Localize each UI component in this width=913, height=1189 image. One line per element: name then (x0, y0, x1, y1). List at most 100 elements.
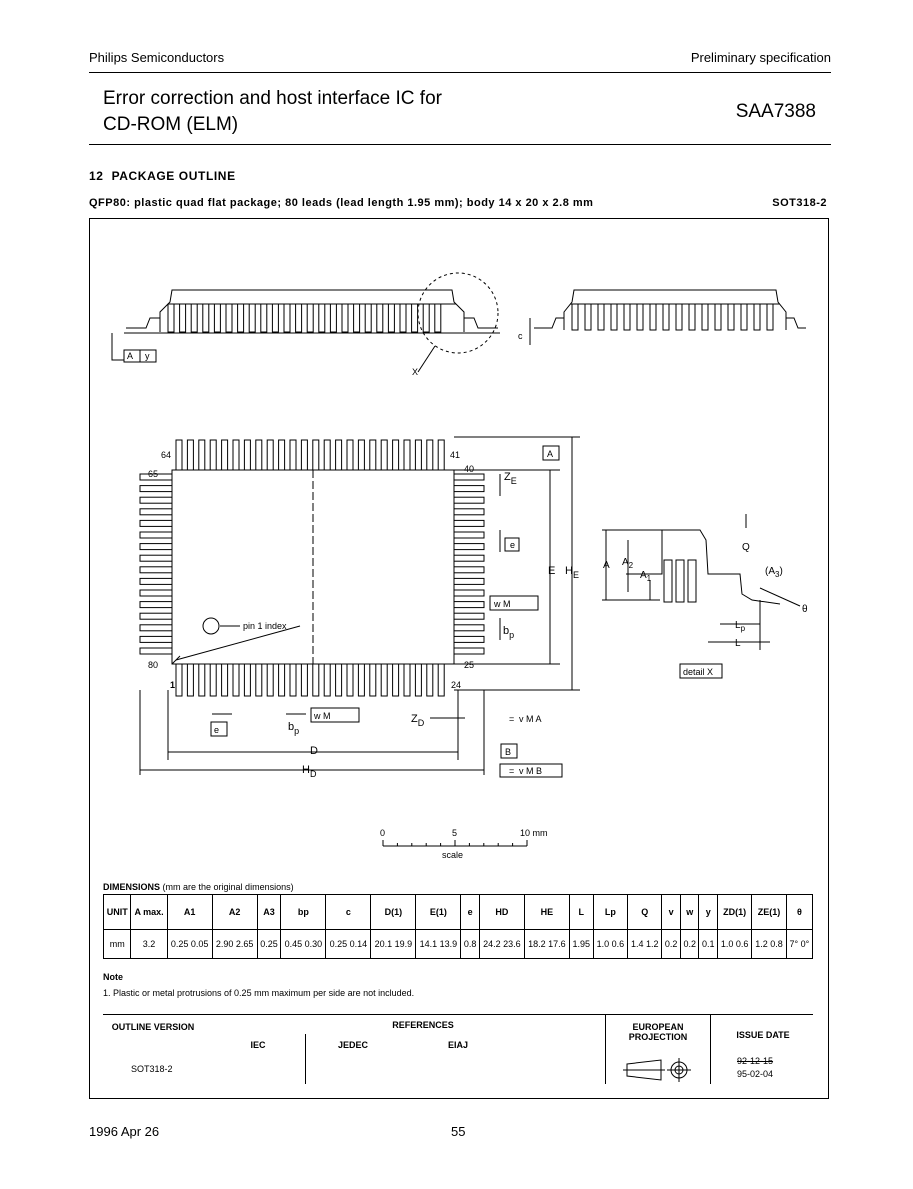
lead (312, 663, 320, 697)
package-description: QFP80: plastic quad flat package; 80 lea… (89, 197, 594, 209)
w-m-label-right: w M (493, 599, 511, 609)
lead (139, 612, 173, 620)
dim-value-cell: mm (102, 929, 132, 959)
he-label: HE (565, 565, 579, 580)
dim-header-cell: L (568, 894, 594, 930)
lead (139, 577, 173, 585)
lead (453, 612, 485, 620)
lead (426, 663, 434, 697)
pin-label-80: 80 (148, 660, 158, 670)
outline-version-label: OUTLINE VERSION (111, 1022, 195, 1032)
lead (232, 439, 240, 471)
lead (255, 663, 263, 697)
lead (453, 496, 485, 504)
lead (675, 303, 683, 331)
package-outline-frame (89, 218, 829, 1099)
pin-label-24: 24 (451, 680, 461, 690)
q-label: Q (742, 542, 750, 553)
lead (329, 303, 337, 333)
dim-header-cell: A2 (211, 894, 258, 930)
lead (426, 439, 434, 471)
lead (186, 439, 194, 471)
lead (248, 303, 256, 333)
dim-value-cell: 1.0 0.6 (716, 929, 753, 959)
lead (610, 303, 618, 331)
lead (175, 663, 183, 697)
title-line-2: CD-ROM (ELM) (103, 114, 239, 135)
lead (139, 519, 173, 527)
lead (300, 439, 308, 471)
dim-header-cell: θ (785, 894, 814, 930)
dim-value-cell: 14.1 13.9 (415, 929, 462, 959)
y-label: y (145, 351, 150, 361)
jedec-label: JEDEC (337, 1040, 368, 1050)
part-number: SAA7388 (735, 101, 816, 122)
lead (225, 303, 233, 333)
dim-header-cell: HE (523, 894, 570, 930)
bp-label-bottom: bp (288, 721, 299, 736)
lead (453, 601, 485, 609)
lead (437, 663, 445, 697)
lead (453, 485, 485, 493)
lead (727, 303, 735, 331)
lead (306, 303, 314, 333)
zd-label: ZD (411, 713, 425, 728)
page-number: 55 (451, 1124, 466, 1139)
lead (364, 303, 372, 333)
pin-label-41: 41 (450, 450, 460, 460)
dim-value-cell: 0.45 0.30 (280, 929, 327, 959)
lead (312, 439, 320, 471)
section-title: PACKAGE OUTLINE (111, 169, 236, 183)
lead (662, 303, 670, 331)
equals-a-label: = (509, 714, 514, 724)
dim-value-cell: 1.95 (568, 929, 594, 959)
lead (392, 663, 400, 697)
ze-label: ZE (504, 471, 517, 486)
lead (414, 663, 422, 697)
pin-label-25: 25 (464, 660, 474, 670)
lead (353, 303, 361, 333)
issue-date-old: 92-12-15 (737, 1056, 774, 1066)
dim-value-cell: 1.0 0.6 (592, 929, 629, 959)
lp-label: Lp (735, 620, 746, 633)
pin-label-64: 64 (161, 450, 171, 460)
outline-table: OUTLINE VERSION REFERENCES IEC JEDEC EIA… (103, 1014, 813, 1084)
lead (346, 663, 354, 697)
issue-date-new: 95-02-04 (737, 1069, 774, 1079)
note-text: 1. Plastic or metal protrusions of 0.25 … (103, 988, 415, 998)
lead (139, 566, 173, 574)
package-code: SOT318-2 (772, 197, 827, 209)
v-m-b-label: v M B (519, 766, 542, 776)
dim-value-cell: 0.1 (698, 929, 718, 959)
company-name: Philips Semiconductors (89, 50, 225, 65)
lead (300, 663, 308, 697)
lead (701, 303, 709, 331)
lead (357, 439, 365, 471)
lead (139, 473, 173, 481)
dim-header-cell: Q (627, 894, 663, 930)
lead (139, 496, 173, 504)
lead (323, 439, 331, 471)
lead (636, 303, 644, 331)
lead (453, 647, 485, 655)
lead (139, 531, 173, 539)
dim-value-cell: 3.2 (130, 929, 168, 959)
dim-value-cell: 0.25 (256, 929, 282, 959)
lead (179, 303, 187, 333)
scale-tick-0: 0 (380, 828, 385, 838)
equals-b-label: = (509, 766, 514, 776)
dim-header-cell: HD (478, 894, 525, 930)
x-reference-label: X (412, 367, 418, 377)
lead (139, 485, 173, 493)
lead (323, 663, 331, 697)
lead (232, 663, 240, 697)
dim-header-cell: v (661, 894, 681, 930)
lead (357, 663, 365, 697)
lead (335, 439, 343, 471)
a1-label: A1 (640, 570, 652, 583)
dim-value-cell: 18.2 17.6 (523, 929, 570, 959)
issue-date-label: ISSUE DATE (736, 1030, 790, 1040)
lead (392, 439, 400, 471)
scale-label: scale (442, 850, 463, 860)
e-cap-label: E (548, 565, 555, 577)
